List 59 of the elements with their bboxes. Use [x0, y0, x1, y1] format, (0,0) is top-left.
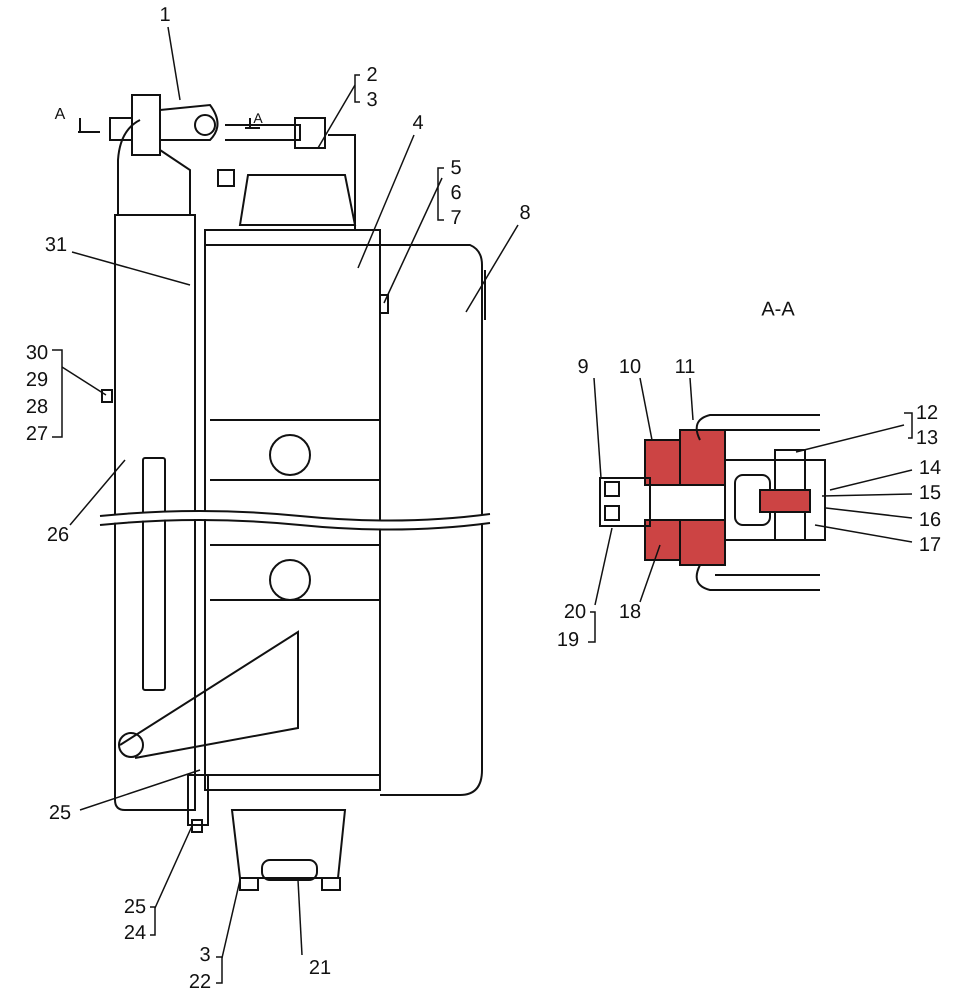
callout-number: 11 [674, 356, 696, 378]
section-drawing [599, 414, 826, 591]
callout-number: 14 [918, 457, 942, 479]
leader-line [814, 524, 912, 543]
leader-line [69, 460, 126, 526]
leader-line [317, 84, 356, 148]
callout-number: 9 [577, 356, 589, 378]
section-mark: A [54, 106, 66, 124]
leader-line [72, 251, 190, 286]
callout-number: 12 [916, 402, 938, 424]
callout-number: 4 [412, 112, 424, 134]
callout-number: 25 [48, 802, 72, 824]
leader-line [594, 528, 613, 606]
leader-line [822, 493, 912, 497]
section-mark: A [253, 110, 263, 126]
callout-number: 7 [450, 207, 462, 229]
callout-number: 30 [26, 342, 48, 364]
callout-number: 16 [918, 509, 942, 531]
callout-number: 22 [188, 971, 212, 993]
callout-number: 6 [450, 182, 462, 204]
callout-number: 5 [450, 157, 462, 179]
leader-line [357, 134, 415, 268]
callout-number: 29 [26, 369, 48, 391]
callout-number: 21 [308, 957, 332, 979]
callout-number: 20 [564, 601, 586, 623]
leader-line [465, 224, 519, 312]
leader-line [62, 366, 106, 396]
leader-line [154, 826, 193, 908]
callout-number: 8 [519, 202, 531, 224]
callout-number: 19 [556, 629, 580, 651]
leader-line [639, 544, 661, 602]
callout-number: 31 [44, 234, 68, 256]
callout-number: 3 [366, 89, 378, 111]
leader-line [826, 507, 912, 519]
callout-number: 10 [618, 356, 642, 378]
callout-number: 25 [124, 896, 146, 918]
leader-line [796, 424, 904, 453]
leader-line [689, 378, 694, 420]
callout-number: 26 [46, 524, 70, 546]
callout-number: 15 [918, 482, 942, 504]
callout-number: 3 [199, 944, 211, 966]
callout-number: 2 [366, 64, 378, 86]
callout-number: 18 [618, 601, 642, 623]
leader-line [80, 769, 200, 811]
section-label: A-A [761, 298, 795, 322]
leader-line [221, 880, 241, 958]
leader-line [593, 378, 602, 478]
radiator-drawing [77, 94, 490, 891]
leader-line [167, 26, 181, 100]
callout-number: 28 [26, 396, 48, 418]
leader-line [383, 178, 443, 304]
leader-line [639, 378, 653, 440]
leader-line [830, 469, 912, 491]
callout-number: 13 [916, 427, 938, 449]
leader-line [297, 880, 303, 956]
callout-number: 24 [124, 922, 146, 944]
callout-number: 17 [918, 534, 942, 556]
callout-number: 1 [159, 4, 171, 26]
callout-number: 27 [26, 423, 48, 445]
